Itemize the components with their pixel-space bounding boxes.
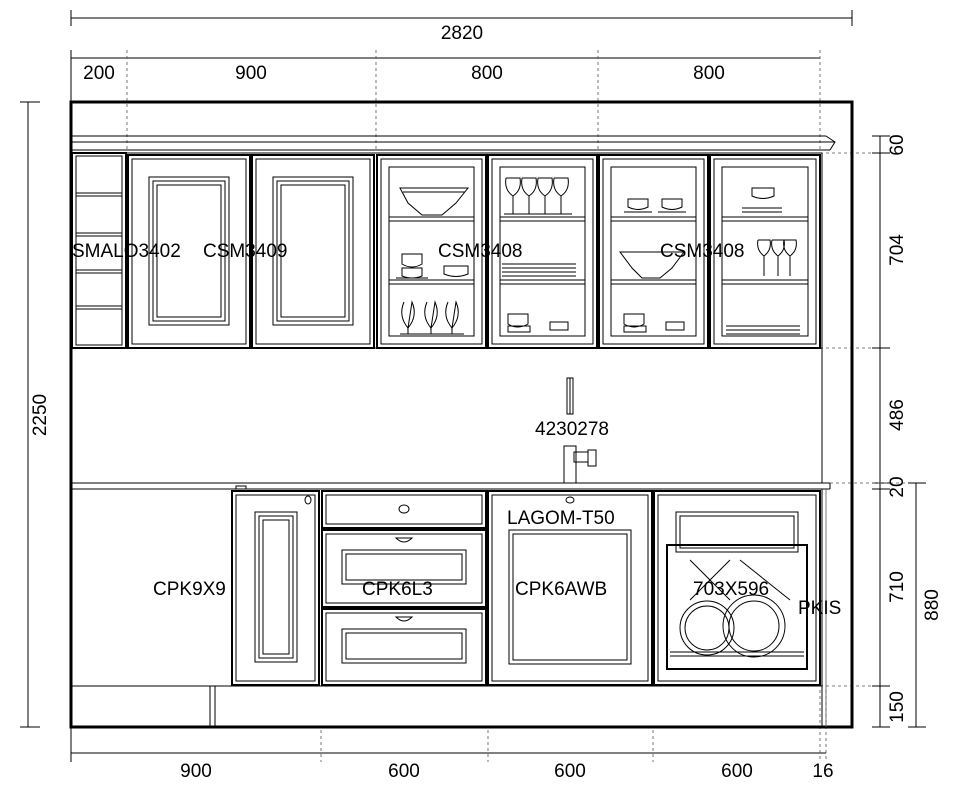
label-lagom-t50: LAGOM-T50 xyxy=(507,508,615,529)
dim-bottom-600-a: 600 xyxy=(388,761,420,782)
label-cpk6l3: CPK6L3 xyxy=(362,579,433,600)
dim-bottom-900: 900 xyxy=(180,761,212,782)
label-dishwasher-size: 703X596 xyxy=(693,579,769,600)
right-dimension-lines xyxy=(820,135,926,728)
dim-right-486: 486 xyxy=(887,399,908,431)
wall-cabinet-door-right xyxy=(251,154,375,349)
wall-outline xyxy=(69,100,854,729)
left-dimension-line xyxy=(20,101,40,728)
dim-right-704: 704 xyxy=(887,234,908,266)
dim-base-880: 880 xyxy=(922,589,943,621)
dim-bottom-600-b: 600 xyxy=(554,761,586,782)
crown-molding xyxy=(71,135,836,154)
label-smalo3402: SMALO3402 xyxy=(72,241,181,262)
dim-bottom-16: 16 xyxy=(812,761,833,782)
base-cabinet-door xyxy=(231,490,320,686)
label-csm3408-b: CSM3408 xyxy=(660,241,745,262)
plinth xyxy=(71,685,822,727)
label-cpk6awb: CPK6AWB xyxy=(515,579,607,600)
label-faucet-code: 4230278 xyxy=(535,419,609,440)
label-cpk9x9: CPK9X9 xyxy=(153,579,226,600)
dim-right-60: 60 xyxy=(887,134,908,155)
glass-cabinet-2 xyxy=(487,154,598,349)
dim-right-20: 20 xyxy=(887,476,908,497)
dim-top-900: 900 xyxy=(235,63,267,84)
dim-total-height: 2250 xyxy=(30,394,51,436)
label-csm3409: CSM3409 xyxy=(203,241,288,262)
dishwasher-cabinet xyxy=(653,490,821,686)
drawer-stack xyxy=(321,490,487,686)
label-csm3408-a: CSM3408 xyxy=(438,241,523,262)
dim-top-200: 200 xyxy=(83,63,115,84)
glass-cabinet-4 xyxy=(709,154,821,349)
dim-top-800-b: 800 xyxy=(693,63,725,84)
faucet xyxy=(563,377,597,484)
sink-cabinet xyxy=(487,490,653,686)
dim-right-150: 150 xyxy=(887,691,908,723)
countertop xyxy=(71,482,831,490)
dim-right-710: 710 xyxy=(887,571,908,603)
dim-bottom-600-c: 600 xyxy=(721,761,753,782)
label-pkis: PKIS xyxy=(798,598,841,619)
top-dimension-lines xyxy=(70,10,853,150)
dim-top-800-a: 800 xyxy=(471,63,503,84)
dim-total-width: 2820 xyxy=(441,23,483,44)
